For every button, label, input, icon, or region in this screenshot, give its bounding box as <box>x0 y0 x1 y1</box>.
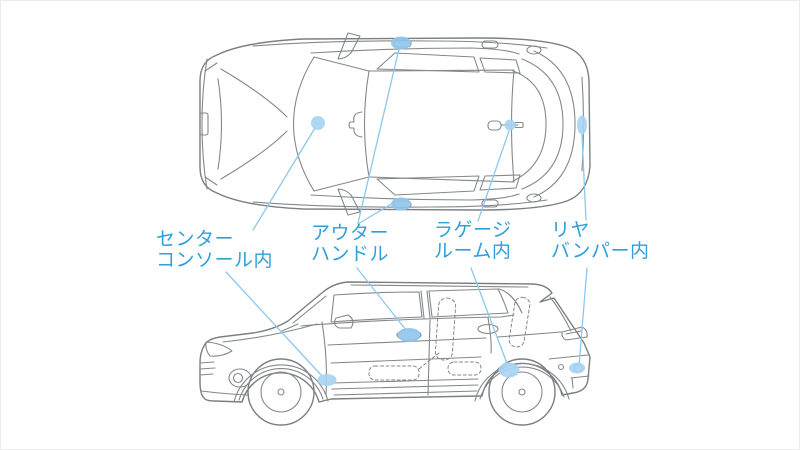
front-seat-dashed <box>434 297 457 361</box>
marker-handle-side <box>397 328 421 342</box>
label-rear-bumper-line2: バンパー内 <box>551 239 650 262</box>
top-door-handles <box>393 39 542 209</box>
label-rear-bumper: リヤ バンパー内 <box>551 220 649 261</box>
label-luggage-room-line2: ルーム内 <box>434 239 512 262</box>
label-center-console-line2: コンソール内 <box>156 248 274 271</box>
leader-lines <box>225 48 588 377</box>
marker-rear-bumper-side <box>569 362 585 374</box>
rear-wheel <box>474 358 570 426</box>
marker-handle-top-left <box>391 36 411 50</box>
label-luggage-room: ラゲージ ルーム内 <box>434 220 512 261</box>
front-wheel <box>233 358 329 426</box>
marker-handle-top-right <box>391 197 411 211</box>
label-outer-handle-line2: ハンドル <box>311 242 390 265</box>
top-windshield <box>293 56 370 192</box>
label-center-console-line1: センター <box>156 228 235 250</box>
top-roof-edges <box>252 40 548 208</box>
top-rear-details <box>510 50 585 198</box>
label-outer-handle-line1: アウター <box>311 222 390 244</box>
label-outer-handle: アウター ハンドル <box>311 223 389 264</box>
side-view-car <box>199 281 591 426</box>
leader-outer-handle-side <box>356 267 407 331</box>
leader-center-console-top <box>252 127 316 231</box>
leader-luggage-top <box>477 130 510 222</box>
leader-center-console-side <box>225 271 323 377</box>
top-side-windows <box>376 52 521 196</box>
top-view-car <box>199 32 591 216</box>
leader-outer-handle-top-far <box>357 48 400 224</box>
marker-luggage-top <box>504 119 516 131</box>
front-underseat-dashed <box>368 365 420 381</box>
side-windows-doors <box>300 284 562 396</box>
leader-rear-bumper-side <box>578 267 588 367</box>
rear-door-handle <box>477 323 499 335</box>
leader-rear-bumper-top <box>581 134 587 221</box>
marker-rear-bumper-top <box>577 115 587 135</box>
fog-light <box>228 368 252 388</box>
label-rear-bumper-line1: リヤ <box>551 219 591 241</box>
marker-luggage-side <box>498 362 520 378</box>
right-wing-mirror <box>337 188 361 216</box>
left-wing-mirror <box>337 32 361 60</box>
side-front-details <box>199 295 354 396</box>
label-center-console: センター コンソール内 <box>156 229 273 270</box>
top-body-outline <box>199 37 591 211</box>
leader-luggage-side <box>470 267 509 367</box>
rear-underseat-dashed <box>447 361 482 376</box>
marker-center-console-side <box>317 374 337 386</box>
taillight <box>561 326 588 341</box>
label-luggage-room-line1: ラゲージ <box>434 219 512 241</box>
top-front-details <box>199 58 288 190</box>
top-mirrors <box>337 32 361 216</box>
marker-center-console-top <box>311 116 325 130</box>
rear-seat-dashed <box>508 296 531 348</box>
interior-mirror-icon <box>348 111 363 138</box>
headlight <box>205 341 233 357</box>
side-hidden-parts <box>368 296 531 381</box>
antenna-markers <box>311 36 587 386</box>
